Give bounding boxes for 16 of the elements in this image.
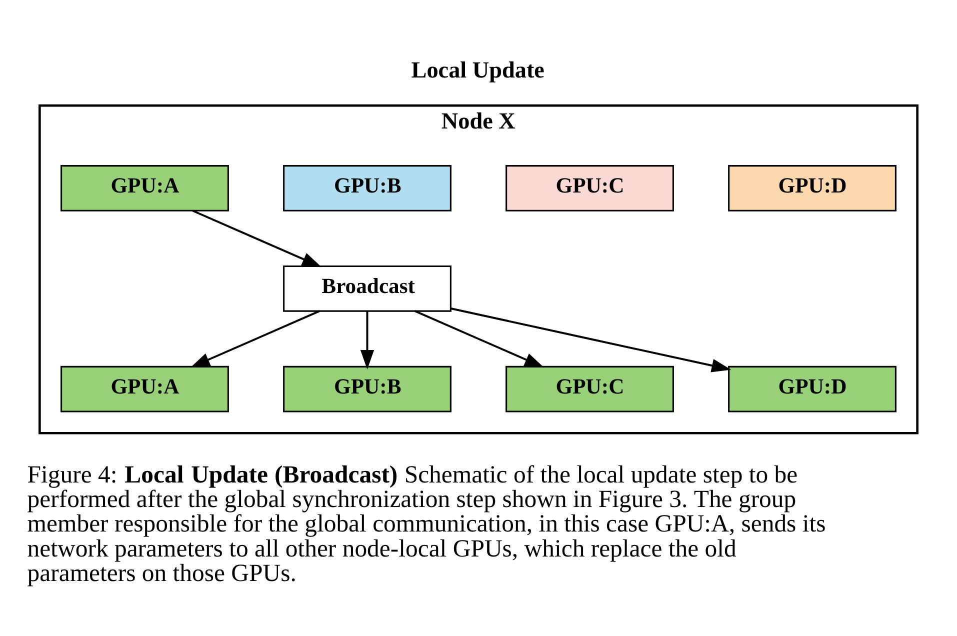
node-box: GPU:A: [60, 366, 229, 412]
node-box: GPU:C: [506, 165, 674, 212]
node-box: Broadcast: [283, 265, 452, 312]
arrow: [414, 310, 544, 368]
arrow: [190, 310, 320, 368]
caption: Figure 4: Local Update (Broadcast) Schematic of the local update step to be performed after the global synchronization step shown in Figure 3. The group member responsible for the global communication, in this case GPU:A, sends its network parameters to all other node-local GPUs, which replace the old parameters on those GPUs.: [27, 461, 826, 588]
arrow: [360, 311, 374, 370]
arrow: [192, 210, 322, 268]
node-box: GPU:D: [728, 366, 896, 412]
node-box: GPU:C: [506, 366, 674, 412]
node-box: GPU:A: [60, 165, 229, 212]
node-box: GPU:B: [283, 366, 452, 412]
node-box: GPU:D: [728, 165, 896, 212]
node-box: GPU:B: [283, 165, 452, 212]
arrow: [450, 308, 732, 372]
diagram-title: Local Update: [411, 58, 544, 84]
